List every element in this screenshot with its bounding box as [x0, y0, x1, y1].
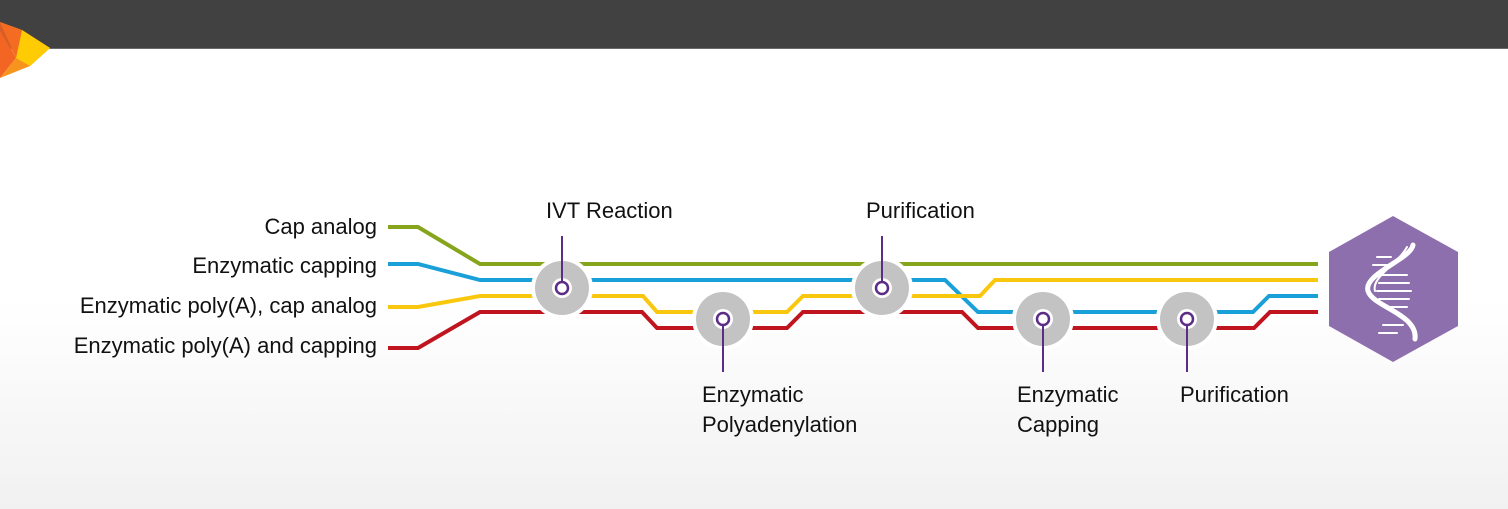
route-label-polya-cap-analog: Enzymatic poly(A), cap analog	[79, 293, 377, 318]
route-line-cap-analog	[388, 225, 1318, 266]
node-ring	[874, 280, 890, 296]
top-bar	[0, 0, 1508, 49]
node-ring	[1179, 311, 1195, 327]
step-label-purification-2: Purification	[1180, 380, 1289, 410]
final-product-hexagon	[1329, 216, 1458, 362]
step-label-line: Purification	[866, 198, 975, 223]
step-label-ivt-reaction: IVT Reaction	[546, 196, 673, 226]
step-label-purification-1: Purification	[866, 196, 975, 226]
process-step-node	[1156, 288, 1218, 372]
step-label-enzymatic-polyadenylation: Enzymatic Polyadenylation	[702, 380, 857, 440]
step-label-enzymatic-capping: Enzymatic Capping	[1017, 380, 1118, 440]
route-label-polya-and-capping: Enzymatic poly(A) and capping	[73, 333, 377, 358]
orange-triangle-logo-icon	[0, 22, 50, 78]
route-label-cap-analog: Cap analog	[264, 214, 377, 239]
node-ring	[554, 280, 570, 296]
step-label-line: Polyadenylation	[702, 412, 858, 437]
process-step-node	[531, 236, 593, 319]
route-label-enzymatic-capping: Enzymatic capping	[192, 253, 377, 278]
step-label-line: IVT Reaction	[546, 198, 673, 223]
node-ring	[715, 311, 731, 327]
hexagon-shape	[1329, 216, 1458, 362]
step-label-line: Enzymatic	[702, 382, 804, 407]
dna-icon	[1365, 242, 1418, 342]
step-label-line: Purification	[1180, 382, 1289, 407]
step-label-line: Enzymatic	[1017, 382, 1119, 407]
node-ring	[1035, 311, 1051, 327]
process-step-node	[1012, 288, 1074, 372]
process-step-node	[692, 288, 754, 372]
route-line-polya-and-capping	[388, 310, 1318, 350]
step-label-line: Capping	[1017, 412, 1099, 437]
process-step-node	[851, 236, 913, 319]
